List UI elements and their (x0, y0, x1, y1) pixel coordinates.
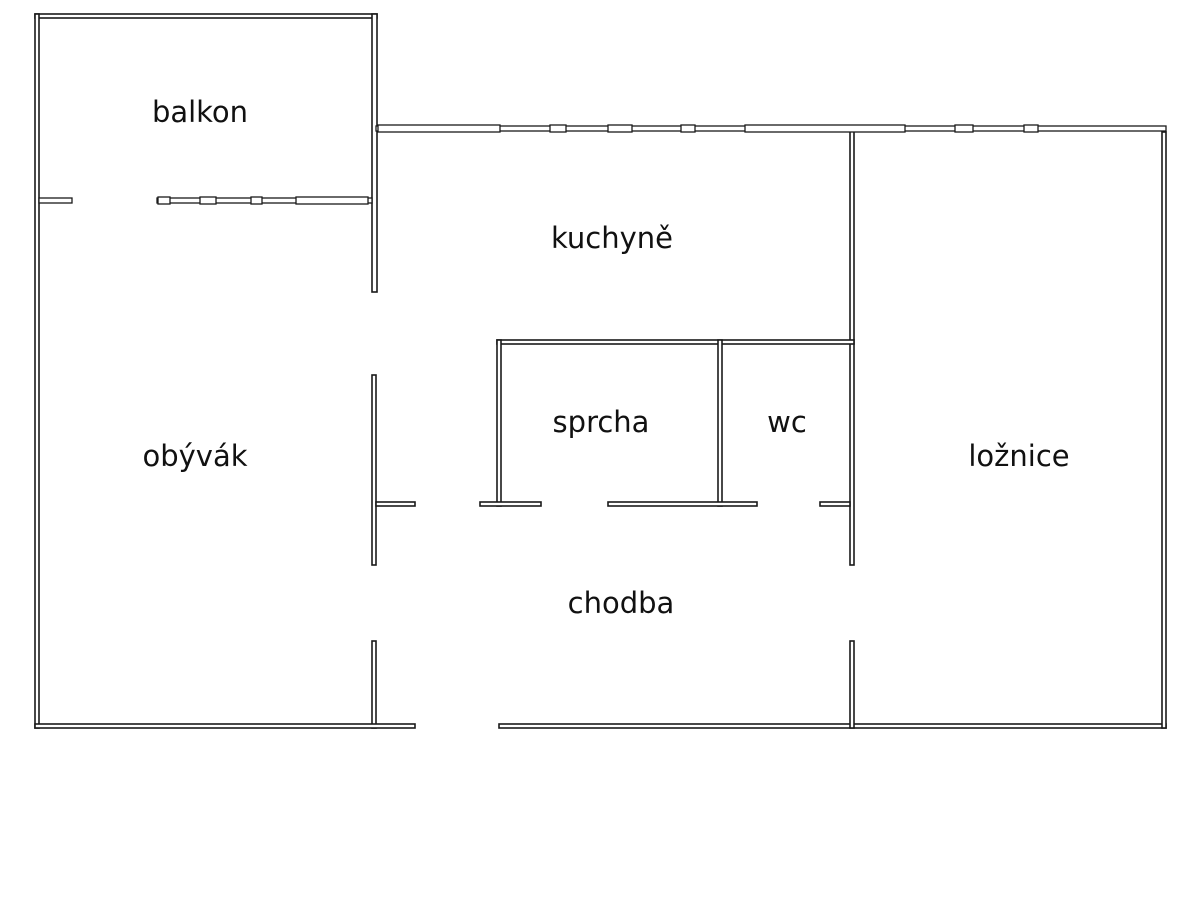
window-sash (680, 124, 696, 133)
wall-shower-left (496, 339, 502, 507)
wall-shower-wc (717, 339, 723, 507)
wall-balcony-top (34, 13, 378, 19)
wall-balcony-left (34, 13, 40, 729)
window-sash (549, 124, 567, 133)
wall-bottom-left (34, 723, 416, 729)
room-label-kuchyne: kuchyně (551, 221, 673, 255)
wall-hall-bedroom-lower (849, 640, 855, 729)
wall-bottom-right (498, 723, 1167, 729)
room-label-balkon: balkon (152, 95, 248, 129)
room-label-sprcha: sprcha (553, 405, 650, 439)
window-sash (1023, 124, 1039, 133)
room-label-wc: wc (767, 405, 807, 439)
wall-living-hall-upper (371, 374, 377, 566)
wall-living-hall-lower (371, 640, 377, 729)
windows (38, 124, 1167, 205)
window-sash (954, 124, 974, 133)
walls (34, 13, 1167, 729)
room-label-chodba: chodba (568, 586, 675, 620)
window-sash (250, 196, 263, 205)
room-label-loznice: ložnice (968, 439, 1069, 473)
wall-stub-shower-right (607, 501, 758, 507)
wall-bath-top (496, 339, 855, 345)
window-sash (295, 196, 369, 205)
window-sash (157, 196, 171, 205)
wall-right (1161, 131, 1167, 729)
window-balcony-left (38, 197, 73, 204)
window-sash (199, 196, 217, 205)
wall-kitchen-bedroom (849, 127, 855, 566)
window-sash (744, 124, 906, 133)
wall-balcony-right (371, 13, 378, 293)
window-sash (377, 124, 501, 133)
room-label-obyvak: obývák (142, 439, 247, 473)
room-labels: balkon kuchyně obývák sprcha wc ložnice … (142, 95, 1069, 620)
wall-stub-wc (819, 501, 851, 507)
wall-stub-living (375, 501, 416, 507)
wall-stub-shower-left (479, 501, 542, 507)
window-sash (607, 124, 633, 133)
window-balcony-main (156, 197, 373, 204)
